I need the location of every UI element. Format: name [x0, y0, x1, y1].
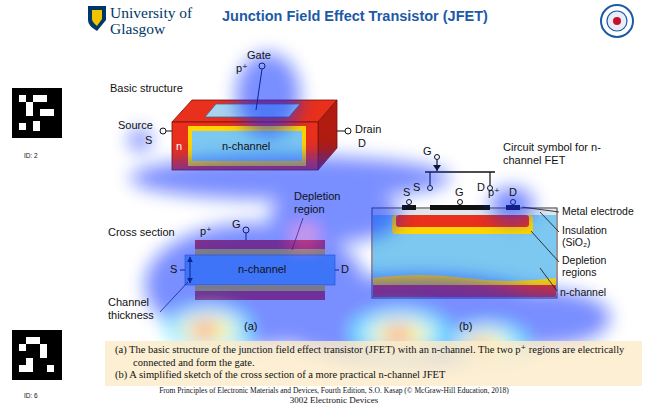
crest — [88, 6, 106, 31]
heat-blob — [270, 187, 400, 243]
marker-cell — [26, 102, 33, 116]
terminal — [435, 155, 440, 160]
pin-name: S — [403, 186, 410, 199]
n-channel-region — [373, 215, 556, 285]
region-label: n — [176, 140, 182, 153]
pin-name: G — [423, 145, 432, 158]
marker-cell — [19, 344, 26, 351]
marker-cell — [40, 109, 54, 116]
dimension-label: Channel thickness — [108, 296, 166, 321]
marker-cell — [33, 121, 40, 131]
region-label: p⁺ — [488, 186, 500, 199]
pin-name: D — [509, 186, 517, 199]
marker-cell — [19, 123, 26, 130]
university-name: University of Glasgow — [110, 5, 200, 36]
pin-name: D — [358, 137, 366, 150]
pin-name: S — [413, 181, 420, 194]
heat-blob — [182, 316, 234, 344]
region-label: n-channel — [222, 140, 270, 153]
terminal-name: Drain — [355, 123, 381, 136]
panel-label: (b) — [459, 320, 472, 333]
pin-name: G — [232, 218, 241, 231]
marker-cell — [47, 365, 54, 372]
panel-label: (a) — [244, 320, 257, 333]
marker-id: ID: 6 — [24, 392, 38, 399]
school-logo-core — [613, 17, 621, 25]
heat-blob — [236, 53, 300, 137]
region-label: p⁺ — [236, 62, 248, 75]
pin-name: S — [170, 263, 177, 276]
course-name: 3002 Electronic Devices — [290, 395, 378, 405]
terminal — [345, 128, 351, 134]
metal-electrode — [430, 205, 490, 210]
heat-blob — [191, 321, 219, 339]
figure-heading: Cross section — [108, 226, 175, 239]
terminal-name: Source — [118, 119, 153, 132]
source-credit: From Principles of Electronic Materials … — [159, 387, 509, 396]
heat-blobs — [129, 53, 610, 365]
fiducial-marker — [12, 88, 62, 138]
metal-electrode — [402, 205, 416, 210]
callout-label: Insulation (SiO₂) — [562, 224, 634, 248]
callout-label: Depletion regions — [562, 254, 634, 278]
caption-text: (a) The basic structure of the junction … — [113, 344, 634, 369]
pin-name: D — [477, 181, 485, 194]
pin-name: S — [145, 134, 152, 147]
region-label: n-channel — [238, 263, 286, 276]
callout-label: Metal electrode — [562, 205, 634, 217]
caption-band: (a) The basic structure of the junction … — [105, 341, 642, 386]
figure-heading: Basic structure — [110, 82, 183, 95]
terminal — [458, 200, 463, 205]
marker-cell — [19, 95, 26, 102]
pin-name: D — [341, 263, 349, 276]
school-logo-inner — [607, 11, 627, 31]
marker-cell — [33, 95, 47, 102]
source-lead — [166, 131, 172, 132]
symbol-note: Circuit symbol for n-channel FET — [503, 141, 613, 166]
pin-name: G — [455, 186, 464, 199]
region-label: p⁺ — [200, 225, 212, 238]
drain-line — [489, 172, 490, 185]
terminal — [160, 128, 166, 134]
drain-lead — [337, 131, 345, 132]
leader-line — [531, 231, 559, 262]
caption-text: (b) A simplified sketch of the cross sec… — [113, 369, 634, 382]
marker-id: ID: 2 — [24, 152, 38, 159]
heat-blob — [296, 230, 314, 242]
slide-title: Junction Field Effect Transistor (JFET) — [222, 8, 488, 25]
fiducial-marker — [12, 330, 62, 380]
marker-cell — [19, 365, 33, 372]
terminal — [407, 200, 412, 205]
region-label: Depletion region — [294, 190, 354, 215]
leader-line — [540, 212, 559, 232]
marker-cell — [40, 344, 47, 358]
crest-inner — [92, 10, 102, 26]
school-logo — [601, 5, 633, 37]
marker-cell — [26, 358, 33, 365]
leader-line — [540, 268, 557, 291]
marker-cell — [26, 337, 40, 344]
callout-label: n-channel — [560, 286, 606, 298]
terminal-name: Gate — [247, 49, 271, 62]
heat-blob — [130, 156, 450, 200]
